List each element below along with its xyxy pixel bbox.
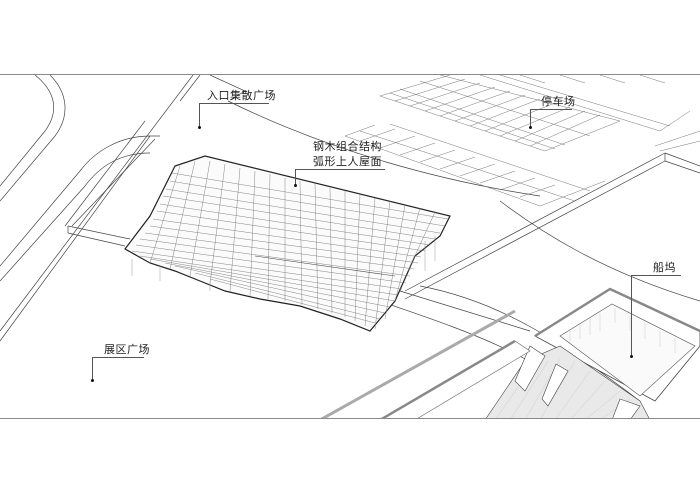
leader-line	[295, 169, 296, 185]
label-dock: 船坞	[653, 261, 676, 274]
leader-line	[92, 357, 93, 381]
leader-line	[92, 357, 144, 358]
label-entrance-plaza: 入口集散广场	[207, 89, 276, 102]
road-curve-1	[0, 75, 54, 187]
leader-dot	[529, 126, 532, 129]
leader-line	[199, 103, 269, 104]
leader-dot	[630, 355, 633, 358]
leader-line	[631, 275, 632, 356]
drawing-frame: 入口集散广场 钢木组合结构 弧形上人屋面 停车场 船坞 展区广场	[0, 74, 700, 419]
leader-dot	[198, 126, 201, 129]
label-parking: 停车场	[541, 95, 576, 108]
label-roof-structure: 钢木组合结构	[313, 140, 382, 153]
leader-line	[199, 103, 200, 127]
dock-structure	[320, 287, 700, 418]
parking-lots	[344, 75, 700, 207]
curved-roof	[124, 155, 451, 332]
site-axonometric-drawing	[0, 75, 700, 418]
leader-dot	[91, 379, 94, 382]
leader-line	[530, 109, 531, 127]
leader-dot	[294, 184, 297, 187]
label-roof-surface: 弧形上人屋面	[313, 155, 382, 168]
leader-line	[295, 169, 385, 170]
label-exhibition-plaza: 展区广场	[104, 343, 150, 356]
leader-line	[631, 275, 681, 276]
leader-line	[530, 109, 572, 110]
